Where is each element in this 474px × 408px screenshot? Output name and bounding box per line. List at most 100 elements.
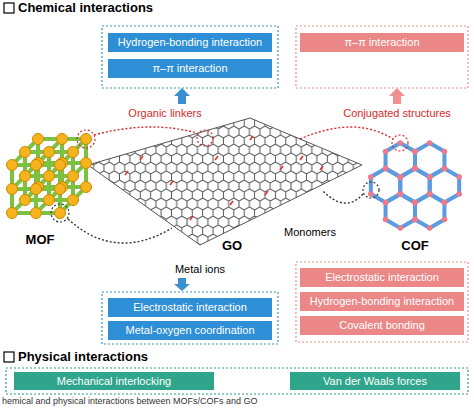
monomer-node	[383, 149, 389, 155]
highlight-circle	[51, 204, 69, 222]
monomer-node	[412, 200, 418, 206]
monomer-node	[427, 191, 433, 197]
material-name: COF	[401, 238, 428, 254]
metal-node	[33, 134, 44, 145]
oxygen-group	[215, 156, 218, 160]
oxygen-groups	[125, 136, 323, 220]
interaction-box: Metal-oxygen coordination	[108, 321, 272, 340]
oxygen-group	[300, 156, 303, 160]
monomer-node	[412, 200, 418, 206]
monomer-node	[397, 174, 403, 180]
metal-node	[7, 184, 18, 195]
block-arrow	[389, 88, 405, 104]
metal-node	[55, 160, 66, 171]
dotted-arc	[94, 127, 197, 135]
monomer-node	[383, 217, 389, 223]
checkbox	[4, 352, 14, 362]
group-frame	[102, 26, 278, 88]
box-text: Electrostatic interaction	[325, 271, 439, 284]
metal-node	[44, 195, 55, 206]
interaction-box: Electrostatic interaction	[300, 268, 464, 287]
metal-node	[20, 171, 31, 182]
interaction-box: Van der Waals forces	[290, 372, 460, 390]
monomer-node	[383, 166, 389, 172]
metal-node	[7, 160, 18, 171]
oxygen-group	[140, 156, 143, 160]
cof-lattice	[368, 140, 462, 231]
monomer-node	[412, 166, 418, 172]
monomer-node	[383, 166, 389, 172]
interaction-box: Electrostatic interaction	[108, 298, 272, 317]
highlight-circle	[392, 135, 408, 151]
metal-node	[55, 184, 66, 195]
interaction-box: Covalent bonding	[300, 316, 464, 335]
monomer-node	[442, 217, 448, 223]
interaction-box: Hydrogen-bonding interaction	[300, 292, 464, 311]
monomer-node	[442, 200, 448, 206]
material-name: GO	[222, 238, 242, 254]
metal-node	[31, 160, 42, 171]
monomer-node	[412, 217, 418, 223]
monomer-node	[442, 200, 448, 206]
interaction-box: π–π interaction	[300, 33, 464, 52]
highlight-circle	[77, 130, 95, 148]
metal-node	[68, 171, 79, 182]
metal-node	[68, 147, 79, 158]
monomer-node	[368, 191, 374, 197]
monomer-node	[397, 191, 403, 197]
oxygen-group	[125, 171, 128, 175]
go-sheet	[88, 118, 362, 245]
monomer-node	[397, 174, 403, 180]
go-sheet-ground	[88, 118, 362, 245]
monomer-node	[427, 140, 433, 146]
monomer-node	[412, 217, 418, 223]
group-frame	[102, 292, 278, 344]
box-text: Hydrogen-bonding interaction	[310, 295, 454, 308]
metal-node	[44, 147, 55, 158]
dotted-arc	[300, 127, 393, 139]
group-frame	[6, 368, 468, 394]
checkbox	[4, 3, 14, 13]
metal-node	[44, 171, 55, 182]
box-text: π–π interaction	[344, 36, 419, 49]
monomer-node	[456, 174, 462, 180]
callout-label: Conjugated structures	[343, 106, 451, 120]
monomer-node	[412, 200, 418, 206]
monomer-node	[412, 149, 418, 155]
monomer-node	[383, 200, 389, 206]
monomer-node	[412, 149, 418, 155]
monomer-node	[412, 166, 418, 172]
metal-node	[7, 208, 18, 219]
oxygen-group	[170, 181, 173, 185]
metal-node	[31, 208, 42, 219]
highlight-circle	[363, 182, 379, 198]
highlight-circle	[197, 130, 213, 146]
interaction-box: Hydrogen-bonding interaction	[108, 33, 272, 52]
monomer-node	[427, 174, 433, 180]
monomer-node	[427, 191, 433, 197]
block-arrow	[174, 278, 190, 291]
callout-label: Metal ions	[175, 262, 225, 276]
monomer-node	[427, 225, 433, 231]
metal-node	[81, 158, 92, 169]
box-text: Metal-oxygen coordination	[125, 324, 254, 337]
block-arrow	[174, 88, 190, 104]
monomer-node	[427, 174, 433, 180]
monomer-node	[412, 166, 418, 172]
metal-node	[20, 195, 31, 206]
dotted-arc	[68, 219, 172, 243]
material-name: MOF	[26, 232, 55, 248]
oxygen-group	[280, 166, 283, 170]
dotted-arc	[322, 190, 363, 203]
box-text: Mechanical interlocking	[57, 375, 171, 388]
cof-ring	[415, 194, 444, 228]
oxygen-group	[230, 201, 233, 205]
group-frame	[296, 26, 468, 88]
monomer-node	[397, 191, 403, 197]
box-text: Van der Waals forces	[323, 375, 427, 388]
metal-node	[81, 134, 92, 145]
callout-label: Monomers	[284, 225, 336, 239]
box-text: Hydrogen-bonding interaction	[118, 36, 262, 49]
oxygen-group	[265, 191, 268, 195]
